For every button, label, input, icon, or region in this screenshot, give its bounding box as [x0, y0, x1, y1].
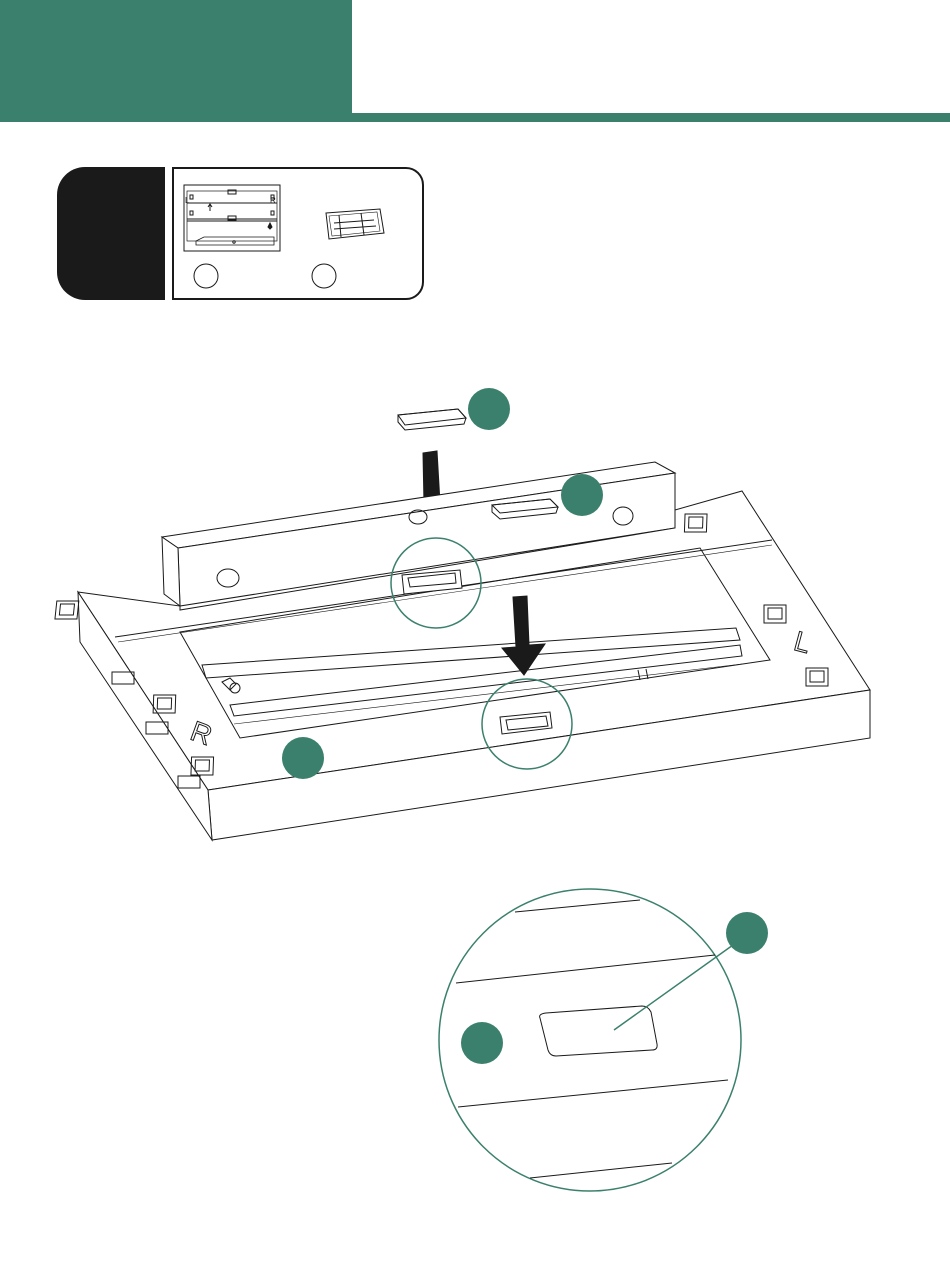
callout-detail-frame [461, 1022, 503, 1064]
callout-base-frame [282, 737, 324, 779]
callout-cap-loose [468, 388, 510, 430]
callout-cap-installed [561, 474, 603, 516]
callout-detail-slot [726, 912, 768, 954]
loose-cap-piece [398, 409, 466, 430]
